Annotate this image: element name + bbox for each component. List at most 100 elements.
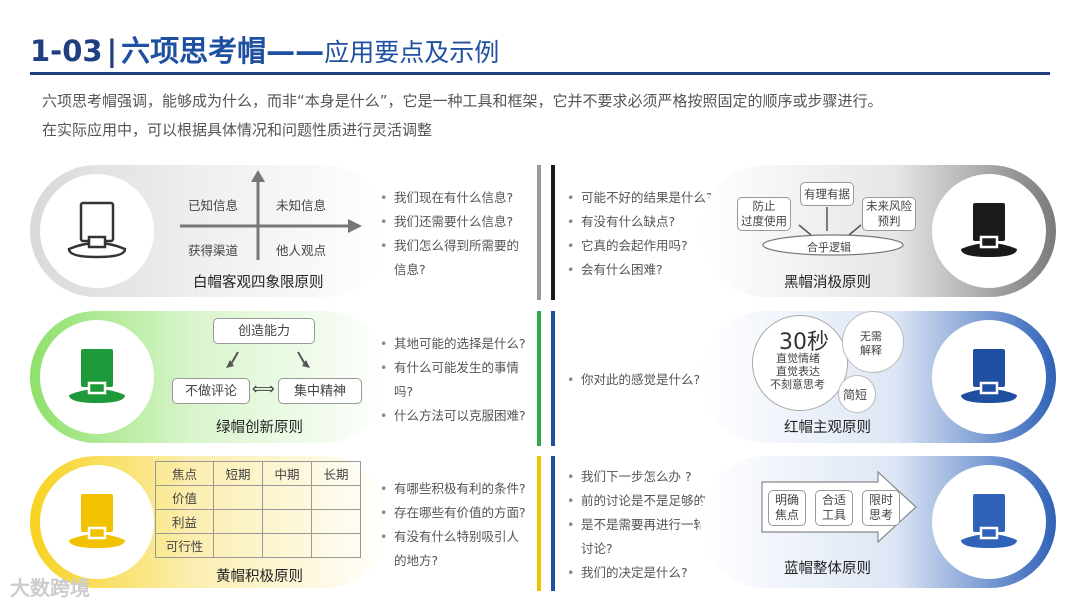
yellow-evaluation-table: 焦点 短期 中期 长期 价值 利益 可行性: [155, 461, 361, 558]
red-hat-caption: 红帽主观原则: [784, 420, 871, 436]
black-box-future-risk: 未来风险预判: [862, 197, 916, 231]
red-big-line-1: 直觉情绪: [776, 352, 820, 365]
list-item: 会有什么困难?: [567, 258, 737, 282]
table-row: 可行性: [155, 533, 361, 558]
list-item: 的地方?: [394, 553, 439, 568]
table-row: 价值: [155, 485, 361, 510]
quadrant-channel: 获得渠道: [188, 243, 239, 258]
red-short: 简短: [843, 388, 868, 402]
black-arrows: [762, 207, 904, 256]
green-hat-icon: [69, 349, 125, 403]
green-hat-circle: [40, 320, 154, 434]
red-big-line-3: 不刻意思考: [770, 378, 825, 391]
divider-yellow: [537, 456, 541, 591]
red-big-bubble: [752, 315, 848, 411]
red-hat-questions: 你对此的感觉是什么?: [567, 368, 737, 392]
divider-green: [537, 311, 541, 446]
green-box-creativity: 创造能力: [213, 318, 315, 344]
blue-hat-caption: 蓝帽整体原则: [784, 561, 871, 577]
blue-hat-circle: [932, 465, 1046, 579]
table-header-cell: 短期: [213, 461, 263, 486]
intro-line-1: 六项思考帽强调，能够成为什么，而非“本身是什么”，它是一种工具和框架，它并不要求…: [42, 92, 883, 110]
brand-watermark: 大数跨境: [10, 572, 90, 601]
brand-watermark-text: 大数跨境: [10, 576, 90, 600]
black-hat-icon: [961, 203, 1017, 257]
title-rule: [30, 72, 1050, 75]
divider-blue-2: [551, 456, 555, 591]
quadrant-others-view: 他人观点: [276, 243, 327, 258]
list-item: 信息?: [394, 262, 426, 277]
black-hat-caption: 黑帽消极原则: [784, 275, 871, 291]
list-item: 有没有什么缺点?: [567, 210, 737, 234]
table-row-label: 可行性: [155, 533, 214, 558]
title-separator: |: [106, 34, 118, 68]
green-hat-questions: 其地可能的选择是什么? 有什么可能发生的事情 吗? 什么方法可以克服困难?: [380, 332, 540, 428]
red-no-explain-1: 无需: [860, 330, 882, 343]
divider-blue: [551, 311, 555, 446]
list-item: 前的讨论是不是足够的?: [567, 489, 737, 513]
black-hat-questions: 可能不好的结果是什么? 有没有什么缺点? 它真的会起作用吗? 会有什么困难?: [567, 186, 737, 282]
blue-box-focus: 明确焦点: [768, 490, 806, 526]
page-title: 1-03|六项思考帽——应用要点及示例: [30, 28, 499, 70]
yellow-hat-icon: [69, 494, 125, 548]
list-item: 是不是需要再进行一轮: [567, 513, 737, 537]
yellow-hat-questions: 有哪些积极有利的条件? 存在哪些有价值的方面? 有没有什么特别吸引人 的地方?: [380, 477, 540, 573]
green-arrows: [226, 351, 310, 368]
list-item: 我们的决定是什么?: [567, 561, 737, 585]
yellow-hat-caption: 黄帽积极原则: [216, 569, 303, 585]
red-hat-icon: [961, 349, 1017, 403]
green-double-arrow: ⟺: [252, 379, 275, 398]
list-item: 有没有什么特别吸引人: [380, 525, 540, 549]
table-row-label: 利益: [155, 509, 214, 534]
table-header-cell: 焦点: [155, 461, 214, 486]
white-hat-questions: 我们现在有什么信息? 我们还需要什么信息? 我们怎么得到所需要的 信息?: [380, 186, 540, 282]
list-item: 我们下一步怎么办 ?: [567, 465, 737, 489]
list-item: 什么方法可以克服困难?: [380, 404, 540, 428]
yellow-hat-circle: [40, 465, 154, 579]
red-no-explain-2: 解释: [860, 344, 882, 357]
white-hat-circle: [40, 174, 154, 288]
red-bubble-short: [838, 375, 876, 413]
blue-hat-icon: [961, 494, 1017, 548]
red-30-seconds: 30秒: [779, 330, 829, 355]
title-main: 六项思考帽——: [121, 34, 325, 68]
quadrant-known: 已知信息: [188, 198, 239, 213]
list-item: 有什么可能发生的事情: [380, 356, 540, 380]
table-row: 焦点 短期 中期 长期: [155, 461, 361, 486]
green-hat-caption: 绿帽创新原则: [216, 420, 303, 436]
divider-grey: [537, 165, 541, 300]
black-hat-circle: [932, 174, 1046, 288]
list-item: 它真的会起作用吗?: [567, 234, 737, 258]
white-hat-caption: 白帽客观四象限原则: [193, 275, 324, 291]
table-row: 利益: [155, 509, 361, 534]
list-item: 有哪些积极有利的条件?: [380, 477, 540, 501]
blue-box-timebox: 限时思考: [862, 490, 900, 526]
list-item: 你对此的感觉是什么?: [567, 368, 737, 392]
red-big-line-2: 直觉表达: [776, 365, 820, 378]
intro-line-2: 在实际应用中，可以根据具体情况和问题性质进行灵活调整: [42, 121, 433, 139]
green-box-no-judgement: 不做评论: [172, 378, 250, 404]
quadrant-unknown: 未知信息: [276, 198, 327, 213]
table-header-cell: 长期: [311, 461, 361, 486]
list-item: 可能不好的结果是什么?: [567, 186, 737, 210]
list-item: 我们怎么得到所需要的: [380, 234, 540, 258]
section-number: 1-03: [30, 34, 103, 68]
red-hat-circle: [932, 320, 1046, 434]
title-sub: 应用要点及示例: [324, 38, 500, 67]
white-quadrant-axes: [180, 170, 362, 260]
list-item: 吗?: [394, 384, 414, 399]
black-box-prevent-overuse: 防止过度使用: [737, 197, 791, 231]
black-box-well-grounded: 有理有据: [800, 182, 854, 206]
blue-box-tools: 合适工具: [815, 490, 853, 526]
white-hat-icon: [67, 201, 127, 259]
blue-hat-questions: 我们下一步怎么办 ? 前的讨论是不是足够的? 是不是需要再进行一轮 讨论? 我们…: [567, 465, 737, 585]
table-row-label: 价值: [155, 485, 214, 510]
red-bubble-no-explain: [842, 311, 904, 373]
green-box-focus: 集中精神: [278, 378, 362, 404]
list-item: 我们现在有什么信息?: [380, 186, 540, 210]
list-item: 其地可能的选择是什么?: [380, 332, 540, 356]
black-oval-logic: 合乎逻辑: [807, 241, 851, 254]
list-item: 存在哪些有价值的方面?: [380, 501, 540, 525]
list-item: 我们还需要什么信息?: [380, 210, 540, 234]
divider-black: [551, 165, 555, 300]
